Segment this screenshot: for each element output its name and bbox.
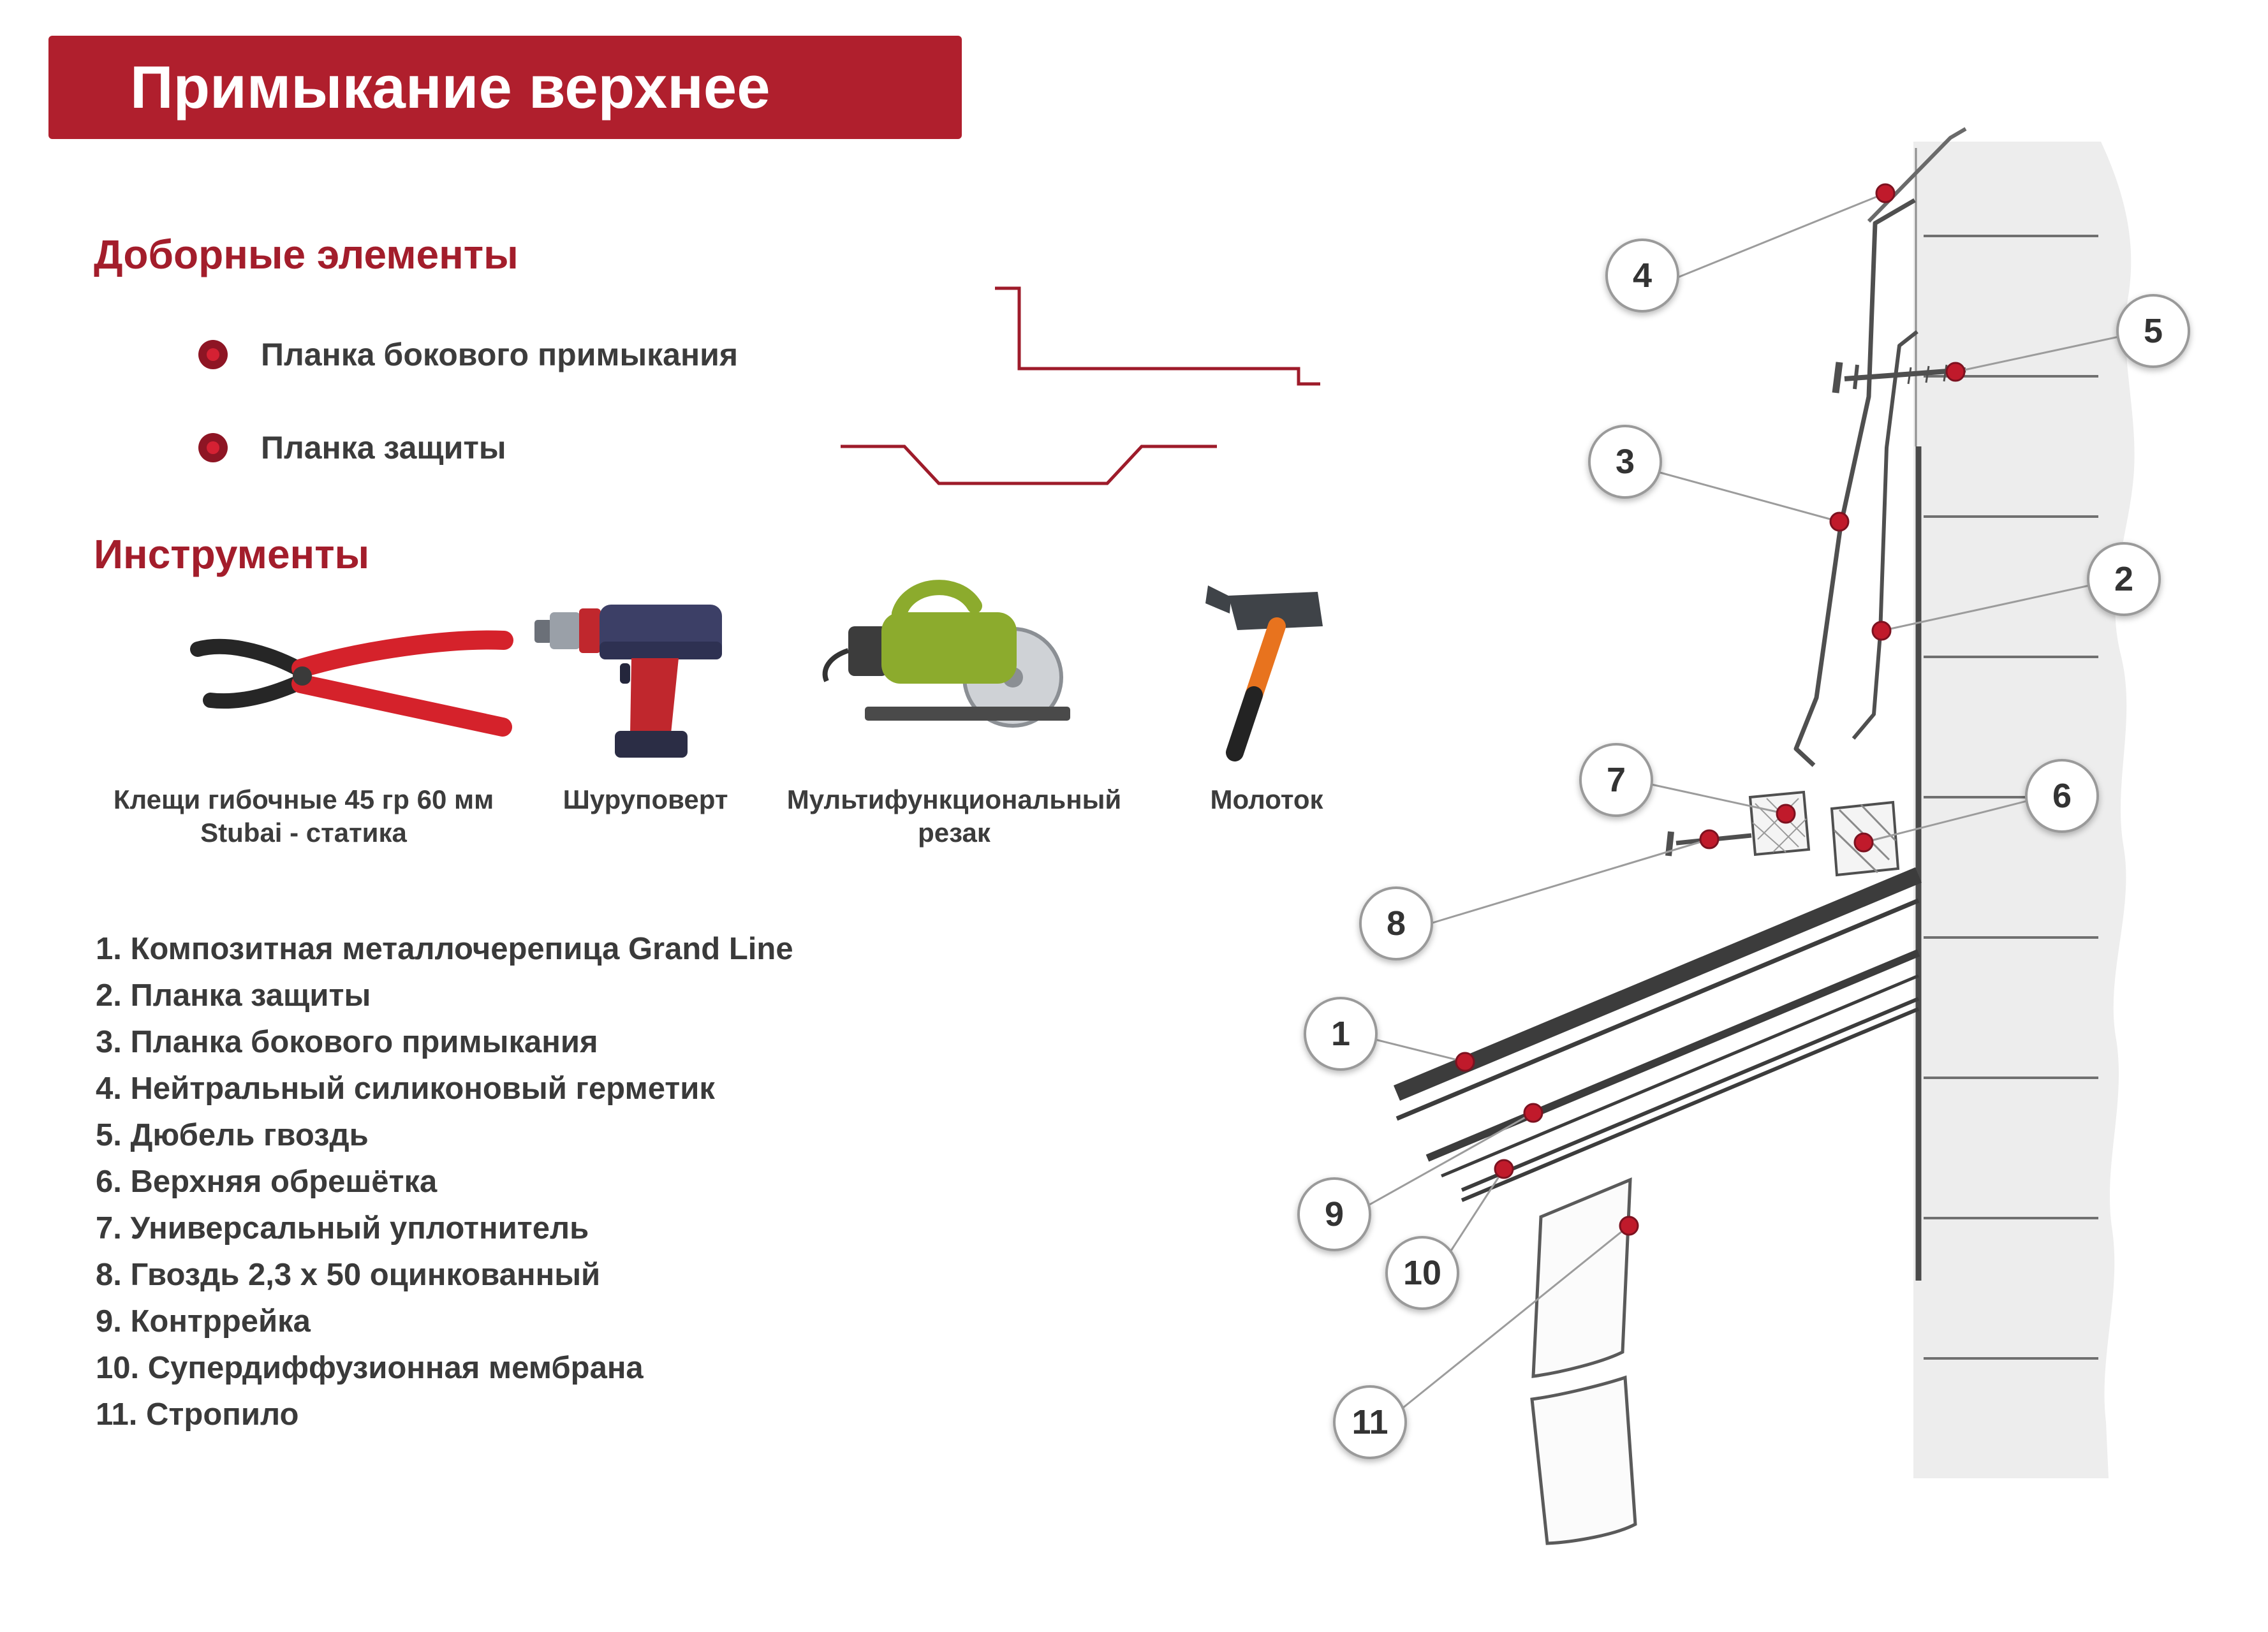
element-item-row: Планка бокового примыкания <box>198 337 738 372</box>
element-item-row: Планка защиты <box>198 430 506 466</box>
roof-layers <box>1393 867 1922 1202</box>
callout-6: 6 <box>2025 759 2099 833</box>
legend-item: 7. Универсальный уплотнитель <box>96 1211 589 1246</box>
protection-strip <box>1852 330 1918 740</box>
legend-item: 5. Дюбель гвоздь <box>96 1118 369 1152</box>
tool-caption-saw: Мультифункциональный резак <box>786 784 1122 848</box>
dowel-nail <box>1832 362 1966 393</box>
header-banner: Примыкание верхнее <box>48 36 962 139</box>
pliers-icon <box>190 630 513 737</box>
side-abutment-profile-drawing <box>995 286 1320 386</box>
tool-caption-hammer: Молоток <box>1210 784 1323 814</box>
marker-dot-1 <box>1455 1052 1475 1072</box>
callout-2: 2 <box>2087 542 2161 616</box>
abutment-flashing <box>1793 198 1916 767</box>
protection-strip-profile-drawing <box>841 445 1217 485</box>
legend-item: 4. Нейтральный силиконовый герметик <box>96 1071 715 1106</box>
legend-item: 8. Гвоздь 2,3 х 50 оцинкованный <box>96 1258 601 1292</box>
top-cap-flashing <box>1867 127 1967 223</box>
page-title: Примыкание верхнее <box>130 54 770 121</box>
element-label: Планка бокового примыкания <box>261 337 739 372</box>
marker-dot-6 <box>1853 832 1874 853</box>
callout-10: 10 <box>1385 1236 1459 1310</box>
callout-1: 1 <box>1304 997 1378 1071</box>
legend-item: 2. Планка защиты <box>96 978 371 1013</box>
legend-list: 1. Композитная металлочерепица Grand Lin… <box>96 926 793 1438</box>
callout-3: 3 <box>1588 425 1662 499</box>
legend-item: 9. Контррейка <box>96 1304 311 1339</box>
callout-5: 5 <box>2116 294 2190 368</box>
legend-item: 3. Планка бокового примыкания <box>96 1025 598 1059</box>
marker-dot-9 <box>1523 1103 1543 1123</box>
marker-dot-10 <box>1494 1159 1514 1179</box>
marker-dot-5 <box>1945 362 1966 382</box>
callout-8: 8 <box>1359 886 1433 960</box>
callout-4: 4 <box>1605 239 1679 312</box>
wall-section <box>1913 142 2135 1478</box>
callout-7: 7 <box>1579 743 1653 817</box>
legend-item: 6. Верхняя обрешётка <box>96 1165 438 1199</box>
leader-lines <box>1363 192 2119 1412</box>
bullet-icon <box>198 433 228 462</box>
marker-dot-4 <box>1875 183 1896 203</box>
tool-caption-drill: Шуруповерт <box>563 784 728 814</box>
hammer-icon <box>1205 585 1323 761</box>
callout-9: 9 <box>1297 1177 1371 1251</box>
callout-11: 11 <box>1333 1385 1407 1459</box>
seal-block <box>1748 790 1811 856</box>
circular-saw-icon <box>822 580 1070 728</box>
elements-section-title: Доборные элементы <box>94 232 519 277</box>
rafter <box>1530 1177 1637 1545</box>
marker-dot-7 <box>1776 804 1796 824</box>
marker-dot-2 <box>1871 621 1892 641</box>
marker-dot-8 <box>1699 829 1719 849</box>
marker-dots <box>1455 183 1966 1236</box>
tools-section-title: Инструменты <box>94 531 370 577</box>
tool-caption-pliers: Клещи гибочные 45 гр 60 мм Stubai - стат… <box>113 784 494 848</box>
bullet-icon <box>198 340 228 369</box>
drill-icon <box>534 605 722 758</box>
marker-dot-11 <box>1619 1216 1639 1236</box>
legend-item: 11. Стропило <box>96 1397 299 1432</box>
marker-dot-3 <box>1829 511 1850 532</box>
legend-item: 1. Композитная металлочерепица Grand Lin… <box>96 932 793 966</box>
legend-item: 10. Супердиффузионная мембрана <box>96 1351 644 1385</box>
element-label: Планка защиты <box>261 430 506 466</box>
